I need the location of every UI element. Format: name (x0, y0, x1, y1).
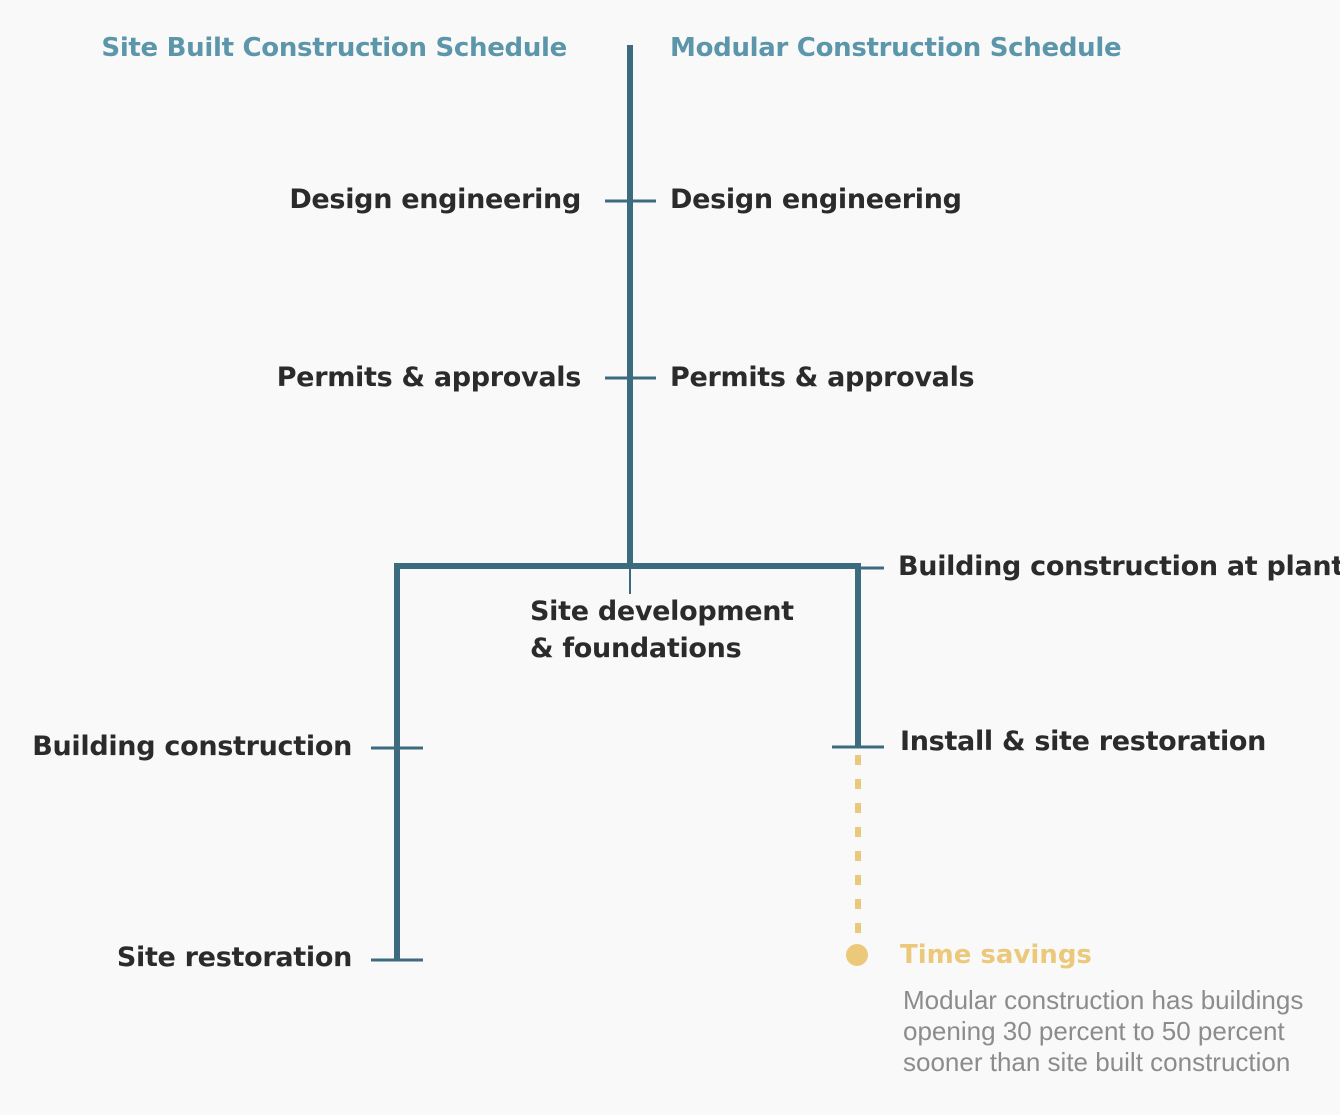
permits-approvals-left: Permits & approvals (276, 362, 582, 393)
modular-schedule-header: Modular Construction Schedule (670, 33, 1122, 63)
permits-approvals-right: Permits & approvals (670, 362, 975, 393)
building-construction-label: Building construction (32, 731, 352, 762)
site-development-label-line1: Site development (530, 596, 794, 627)
site-development-label-line2: & foundations (530, 633, 742, 664)
design-engineering-right: Design engineering (670, 184, 962, 215)
time-savings-title: Time savings (900, 940, 1092, 970)
building-at-plant-label: Building construction at plant (898, 551, 1340, 582)
time-savings-dot (846, 944, 868, 966)
install-restoration-label: Install & site restoration (900, 726, 1267, 757)
design-engineering-left: Design engineering (289, 184, 581, 215)
site-built-schedule-header: Site Built Construction Schedule (101, 33, 567, 63)
time-savings-description: Modular construction has buildings openi… (903, 985, 1304, 1077)
site-restoration-label: Site restoration (116, 942, 352, 973)
